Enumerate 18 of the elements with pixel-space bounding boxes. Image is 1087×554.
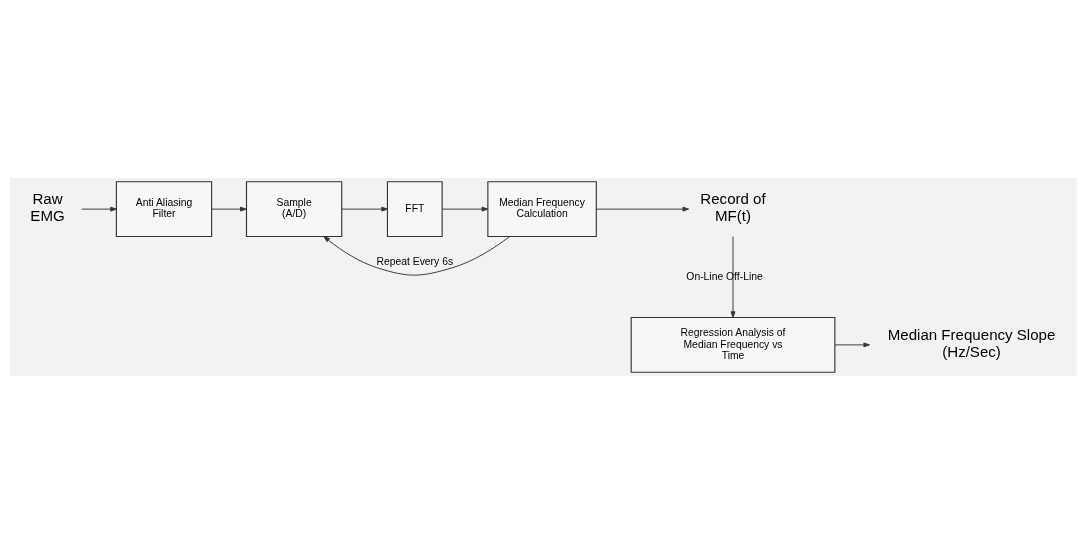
arrow <box>211 206 247 212</box>
node-text: Raw EMG <box>30 190 65 225</box>
node-box: FFT <box>386 181 443 238</box>
arrow <box>730 236 736 318</box>
node-box: Median Frequency Calculation <box>487 181 597 238</box>
arrow <box>341 206 388 212</box>
arrow <box>595 206 690 212</box>
node-text: Record of MF(t) <box>700 190 766 225</box>
node-text: Median Frequency Slope (Hz/Sec) <box>887 325 1056 360</box>
node-box: Sample (A/D) <box>245 181 343 238</box>
edge-label: On-Line Off-Line <box>686 270 763 282</box>
arrow <box>441 206 489 212</box>
node-box: Anti Aliasing Filter <box>115 181 213 238</box>
node-box: Regression Analysis of Median Frequency vs Time <box>630 316 836 373</box>
edge-label: Repeat Every 6s <box>376 255 454 267</box>
arrow <box>323 236 511 276</box>
arrow <box>834 342 870 348</box>
arrow <box>81 206 117 212</box>
